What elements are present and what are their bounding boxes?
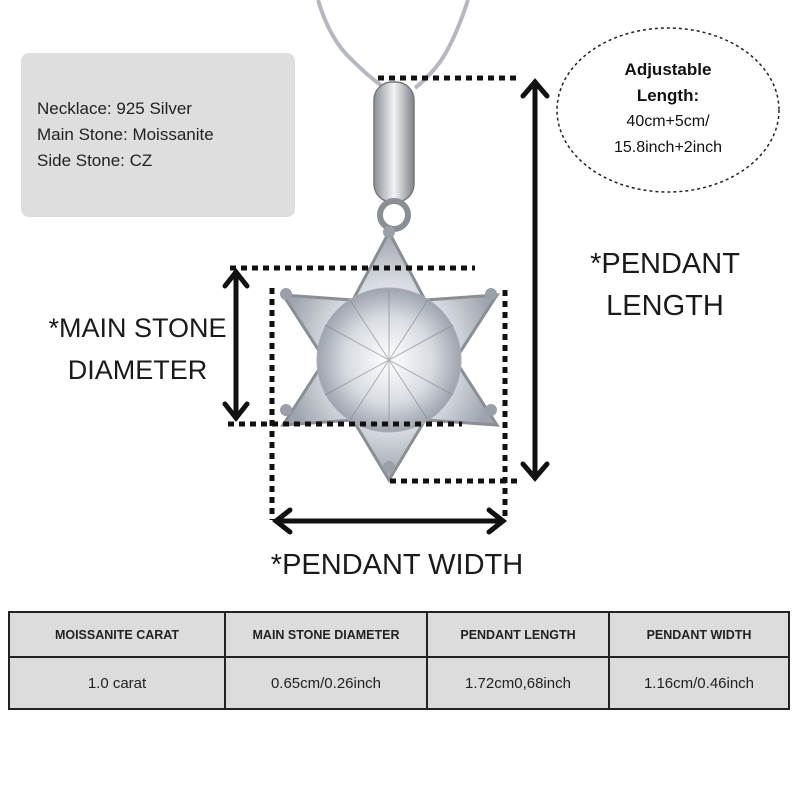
table-header: PENDANT WIDTH	[608, 611, 790, 658]
size-table: MOISSANITE CARAT MAIN STONE DIAMETER PEN…	[8, 611, 790, 710]
table-header: PENDANT LENGTH	[426, 611, 610, 658]
table-cell: 1.0 carat	[8, 656, 226, 710]
table-row: 1.0 carat 0.65cm/0.26inch 1.72cm0,68inch…	[8, 656, 790, 710]
adjustable-length-ellipse	[556, 27, 780, 193]
pendant-illustration	[222, 0, 780, 535]
specs-box: Necklace: 925 Silver Main Stone: Moissan…	[21, 53, 295, 217]
adjustable-cm: 40cm+5cm/	[626, 113, 710, 130]
adjustable-length-text: Adjustable Length: 40cm+5cm/ 15.8inch+2i…	[556, 57, 780, 161]
table-cell: 0.65cm/0.26inch	[224, 656, 428, 710]
table-header-row: MOISSANITE CARAT MAIN STONE DIAMETER PEN…	[8, 611, 790, 658]
table-cell: 1.16cm/0.46inch	[608, 656, 790, 710]
bail	[373, 81, 415, 203]
table-cell: 1.72cm0,68inch	[426, 656, 610, 710]
pendant-width-label: *PENDANT WIDTH	[270, 549, 524, 581]
table-header: MOISSANITE CARAT	[8, 611, 226, 658]
spec-necklace: Necklace: 925 Silver	[37, 99, 192, 118]
arrows	[222, 78, 550, 535]
main-stone-diameter-label: *MAIN STONE DIAMETER	[30, 307, 245, 391]
adjustable-inch: 15.8inch+2inch	[613, 139, 723, 156]
chain	[316, 0, 470, 90]
adjustable-subtitle: Length:	[636, 86, 700, 105]
dimension-guides	[228, 75, 520, 520]
spec-side-stone: Side Stone: CZ	[37, 151, 153, 170]
spec-main-stone: Main Stone: Moissanite	[37, 125, 214, 144]
main-stone-line1: *MAIN STONE	[48, 313, 227, 343]
main-stone-line2: DIAMETER	[67, 355, 208, 385]
table-header: MAIN STONE DIAMETER	[224, 611, 428, 658]
pendant-length-label: *PENDANT LENGTH	[570, 243, 760, 327]
adjustable-title: Adjustable	[624, 60, 712, 79]
pendant-length-line2: LENGTH	[606, 290, 724, 322]
star-pendant	[280, 226, 500, 483]
pendant-length-line1: *PENDANT	[590, 248, 740, 280]
